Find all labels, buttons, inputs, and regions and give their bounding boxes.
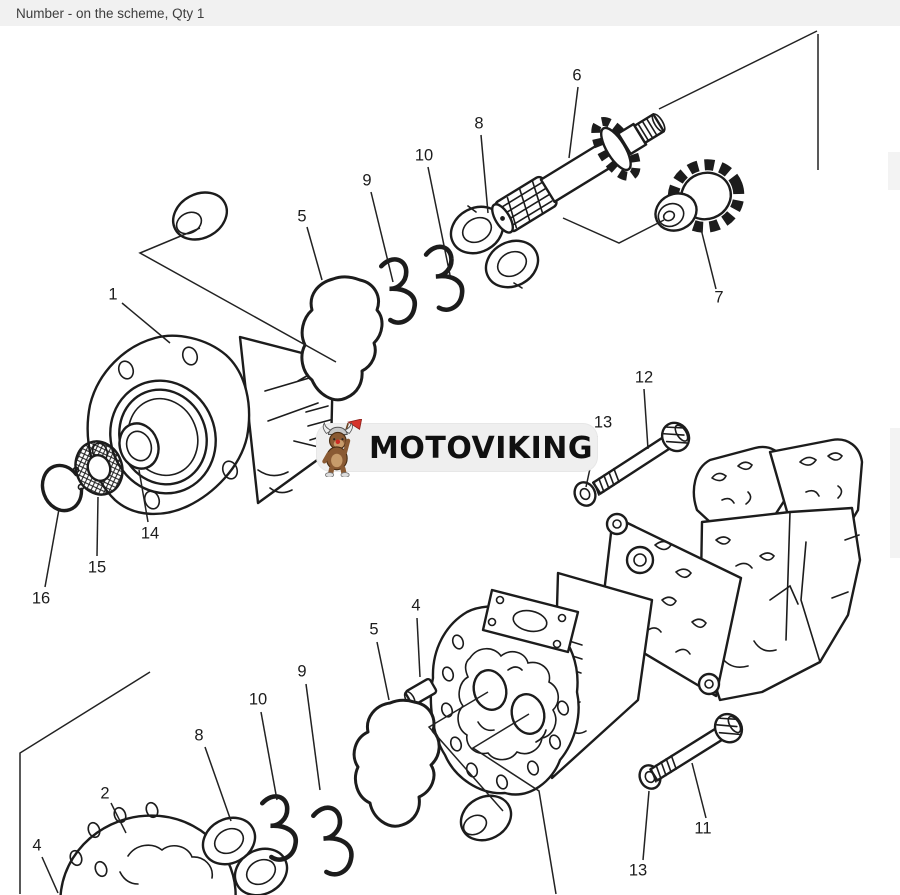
leader-line-9	[370, 191, 394, 283]
leader-line-7	[700, 228, 717, 290]
leader-line-11	[691, 762, 707, 819]
wear-ring-10-lower	[259, 794, 299, 862]
leader-line-4	[416, 617, 421, 678]
leader-line-14	[138, 469, 149, 523]
part-label-14: 14	[141, 524, 159, 542]
leader-line-9	[305, 683, 321, 791]
leader-line-5	[376, 641, 390, 701]
main-pump-body	[595, 438, 864, 702]
part-label-2: 2	[100, 784, 109, 802]
wear-ring-9-upper	[378, 257, 418, 325]
assembly-line	[427, 691, 504, 812]
leader-line-8	[204, 746, 232, 822]
leader-line-1	[121, 302, 171, 344]
bolt-11	[649, 712, 744, 783]
watermark-brand-text: MOTOVIKING	[369, 431, 594, 466]
part-label-9: 9	[362, 171, 371, 189]
bushing-lower	[459, 794, 513, 842]
leader-line-4	[41, 856, 59, 894]
leader-line-12	[643, 388, 649, 450]
part-label-13: 13	[594, 413, 612, 431]
part-label-5: 5	[369, 620, 378, 638]
assembly-line	[562, 217, 665, 244]
assembly-line	[19, 671, 151, 894]
part-label-4: 4	[32, 836, 41, 854]
assembly-lines	[19, 30, 819, 895]
part-label-10: 10	[415, 146, 433, 164]
seal-8-upper	[449, 205, 540, 289]
assembly-line	[138, 227, 337, 363]
header-text: Number - on the scheme, Qty 1	[16, 5, 205, 21]
bushing-upper	[172, 191, 228, 241]
bolt-12	[592, 421, 691, 496]
part-label-4: 4	[411, 596, 420, 614]
assembly-line	[471, 713, 557, 895]
scan-artifact	[888, 152, 900, 190]
seal-ring-14	[118, 422, 160, 470]
lower-front-plate	[429, 588, 580, 796]
viking-mascot-icon	[322, 419, 363, 477]
assembly-line	[658, 30, 818, 110]
part-label-15: 15	[88, 558, 106, 576]
gasket-5-upper	[300, 275, 384, 402]
wear-ring-9-lower	[311, 805, 354, 877]
gear-plate-2	[59, 801, 237, 895]
part-label-7: 7	[714, 288, 723, 306]
part-label-6: 6	[572, 66, 581, 84]
part-label-16: 16	[32, 589, 50, 607]
watermark-logo: MOTOVIKING	[317, 419, 597, 477]
gear-7	[654, 158, 746, 234]
leader-line-15	[96, 496, 99, 557]
gasket-5-lower	[352, 698, 441, 828]
leader-line-6	[568, 86, 579, 159]
leader-line-2	[110, 802, 127, 834]
leader-line-5	[306, 226, 323, 281]
header-bar: Number - on the scheme, Qty 1	[0, 0, 900, 26]
leader-line-10	[427, 166, 451, 276]
scan-artifact	[890, 428, 900, 558]
part-label-1: 1	[108, 285, 117, 303]
leader-line-8	[480, 134, 489, 214]
leader-line-10	[260, 711, 278, 801]
part-label-12: 12	[635, 368, 653, 386]
part-label-10: 10	[249, 690, 267, 708]
part-label-8: 8	[194, 726, 203, 744]
part-label-13: 13	[629, 861, 647, 879]
part-label-9: 9	[297, 662, 306, 680]
part-label-8: 8	[474, 114, 483, 132]
leader-line-13	[642, 790, 650, 861]
gear-shaft-6	[491, 113, 666, 234]
wear-ring-10-upper	[423, 244, 465, 312]
needle-bearing-15	[74, 440, 124, 496]
part-label-11: 11	[694, 819, 711, 837]
leader-line-16	[44, 508, 60, 588]
part-label-5: 5	[297, 207, 306, 225]
washer-13-upper	[573, 481, 597, 507]
